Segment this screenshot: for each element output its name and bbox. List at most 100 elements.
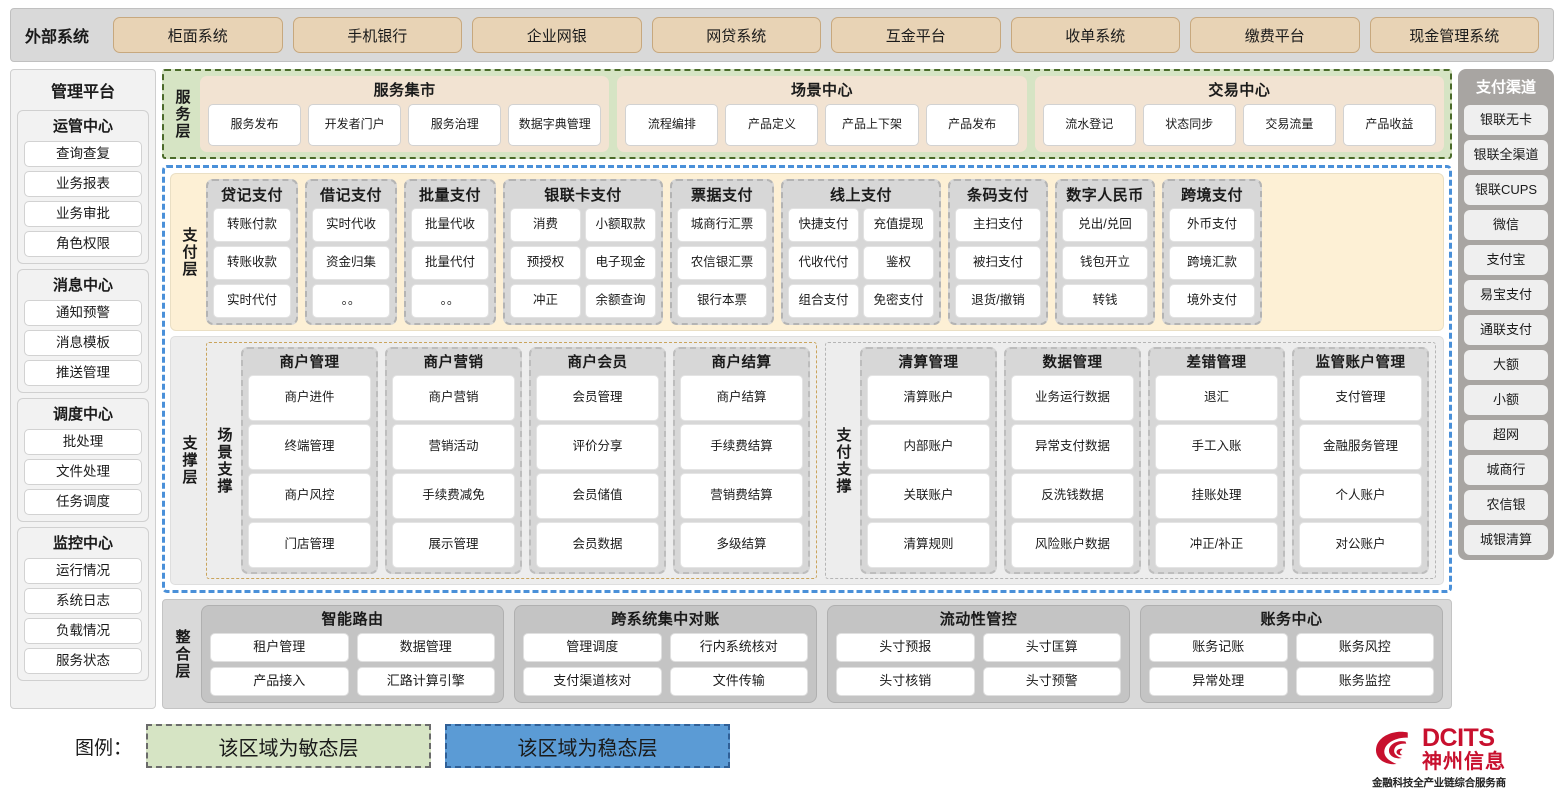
channel-item[interactable]: 支付宝 — [1464, 245, 1548, 275]
external-system-item[interactable]: 柜面系统 — [113, 17, 283, 53]
admin-item[interactable]: 推送管理 — [24, 360, 142, 386]
external-system-item[interactable]: 现金管理系统 — [1369, 17, 1540, 53]
external-system-item[interactable]: 缴费平台 — [1190, 17, 1360, 53]
support-item[interactable]: 会员数据 — [536, 522, 659, 568]
admin-item[interactable]: 负载情况 — [24, 618, 142, 644]
support-item[interactable]: 清算规则 — [867, 522, 990, 568]
payment-item[interactable]: 余额查询 — [585, 284, 656, 318]
channel-item[interactable]: 城商行 — [1464, 455, 1548, 485]
channel-item[interactable]: 农信银 — [1464, 490, 1548, 520]
support-item[interactable]: 退汇 — [1155, 375, 1278, 421]
payment-item[interactable]: 跨境汇款 — [1169, 246, 1255, 280]
service-item[interactable]: 数据字典管理 — [508, 104, 602, 146]
payment-item[interactable]: 冲正 — [510, 284, 581, 318]
payment-item[interactable]: 城商行汇票 — [677, 208, 767, 242]
support-item[interactable]: 反洗钱数据 — [1011, 473, 1134, 519]
support-item[interactable]: 手续费减免 — [392, 473, 515, 519]
support-item[interactable]: 关联账户 — [867, 473, 990, 519]
service-item[interactable]: 产品收益 — [1342, 104, 1436, 146]
external-system-item[interactable]: 网贷系统 — [651, 17, 822, 53]
payment-item[interactable]: 小额取款 — [585, 208, 656, 242]
support-item[interactable]: 手工入账 — [1155, 424, 1278, 470]
support-item[interactable]: 展示管理 — [392, 522, 515, 568]
service-item[interactable]: 流水登记 — [1042, 104, 1136, 146]
integration-item[interactable]: 汇路计算引擎 — [356, 667, 495, 696]
service-item[interactable]: 开发者门户 — [308, 104, 402, 146]
payment-item[interactable]: 主扫支付 — [955, 208, 1041, 242]
support-item[interactable]: 门店管理 — [248, 522, 371, 568]
admin-item[interactable]: 业务报表 — [24, 171, 142, 197]
admin-item[interactable]: 通知预警 — [24, 300, 142, 326]
support-item[interactable]: 清算账户 — [867, 375, 990, 421]
channel-item[interactable]: 银联全渠道 — [1464, 140, 1548, 170]
payment-item[interactable]: 预授权 — [510, 246, 581, 280]
admin-item[interactable]: 角色权限 — [24, 231, 142, 257]
payment-item[interactable]: 消费 — [510, 208, 581, 242]
admin-item[interactable]: 任务调度 — [24, 489, 142, 515]
payment-item[interactable]: 转账收款 — [213, 246, 291, 280]
integration-item[interactable]: 租户管理 — [210, 633, 349, 662]
admin-item[interactable]: 运行情况 — [24, 558, 142, 584]
channel-item[interactable]: 银联无卡 — [1464, 105, 1548, 135]
support-item[interactable]: 评价分享 — [536, 424, 659, 470]
support-item[interactable]: 冲正/补正 — [1155, 522, 1278, 568]
service-item[interactable]: 服务治理 — [408, 104, 502, 146]
payment-item[interactable]: 电子现金 — [585, 246, 656, 280]
payment-item[interactable]: 批量代付 — [411, 246, 489, 280]
support-item[interactable]: 业务运行数据 — [1011, 375, 1134, 421]
payment-item[interactable]: 农信银汇票 — [677, 246, 767, 280]
integration-item[interactable]: 头寸预报 — [836, 633, 975, 662]
integration-item[interactable]: 账务监控 — [1295, 667, 1434, 696]
payment-item[interactable]: 实时代收 — [312, 208, 390, 242]
service-item[interactable]: 产品上下架 — [825, 104, 919, 146]
support-item[interactable]: 金融服务管理 — [1299, 424, 1422, 470]
support-item[interactable]: 营销费结算 — [680, 473, 803, 519]
payment-item[interactable]: 免密支付 — [863, 284, 934, 318]
admin-item[interactable]: 批处理 — [24, 429, 142, 455]
service-item[interactable]: 交易流量 — [1242, 104, 1336, 146]
channel-item[interactable]: 通联支付 — [1464, 315, 1548, 345]
payment-item[interactable]: 批量代收 — [411, 208, 489, 242]
channel-item[interactable]: 银联CUPS — [1464, 175, 1548, 205]
support-item[interactable]: 商户结算 — [680, 375, 803, 421]
service-item[interactable]: 产品发布 — [925, 104, 1019, 146]
integration-item[interactable]: 头寸预警 — [982, 667, 1121, 696]
integration-item[interactable]: 管理调度 — [523, 633, 662, 662]
payment-item[interactable]: 快捷支付 — [788, 208, 859, 242]
service-item[interactable]: 产品定义 — [725, 104, 819, 146]
integration-item[interactable]: 头寸匡算 — [982, 633, 1121, 662]
support-item[interactable]: 商户风控 — [248, 473, 371, 519]
payment-item[interactable]: 实时代付 — [213, 284, 291, 318]
channel-item[interactable]: 微信 — [1464, 210, 1548, 240]
admin-item[interactable]: 查询查复 — [24, 141, 142, 167]
payment-item[interactable]: 银行本票 — [677, 284, 767, 318]
channel-item[interactable]: 易宝支付 — [1464, 280, 1548, 310]
integration-item[interactable]: 头寸核销 — [836, 667, 975, 696]
service-item[interactable]: 状态同步 — [1142, 104, 1236, 146]
channel-item[interactable]: 大额 — [1464, 350, 1548, 380]
channel-item[interactable]: 超网 — [1464, 420, 1548, 450]
support-item[interactable]: 异常支付数据 — [1011, 424, 1134, 470]
support-item[interactable]: 支付管理 — [1299, 375, 1422, 421]
support-item[interactable]: 多级结算 — [680, 522, 803, 568]
integration-item[interactable]: 账务风控 — [1295, 633, 1434, 662]
integration-item[interactable]: 产品接入 — [210, 667, 349, 696]
admin-item[interactable]: 业务审批 — [24, 201, 142, 227]
integration-item[interactable]: 支付渠道核对 — [523, 667, 662, 696]
support-item[interactable]: 个人账户 — [1299, 473, 1422, 519]
payment-item[interactable]: 外币支付 — [1169, 208, 1255, 242]
payment-item[interactable]: 代收代付 — [788, 246, 859, 280]
support-item[interactable]: 内部账户 — [867, 424, 990, 470]
external-system-item[interactable]: 收单系统 — [1010, 17, 1181, 53]
payment-item[interactable]: 资金归集 — [312, 246, 390, 280]
payment-item[interactable]: 退货/撤销 — [955, 284, 1041, 318]
integration-item[interactable]: 文件传输 — [669, 667, 808, 696]
support-item[interactable]: 会员储值 — [536, 473, 659, 519]
payment-item[interactable]: 境外支付 — [1169, 284, 1255, 318]
support-item[interactable]: 风险账户数据 — [1011, 522, 1134, 568]
integration-item[interactable]: 行内系统核对 — [669, 633, 808, 662]
support-item[interactable]: 终端管理 — [248, 424, 371, 470]
integration-item[interactable]: 账务记账 — [1149, 633, 1288, 662]
support-item[interactable]: 商户进件 — [248, 375, 371, 421]
admin-item[interactable]: 服务状态 — [24, 648, 142, 674]
